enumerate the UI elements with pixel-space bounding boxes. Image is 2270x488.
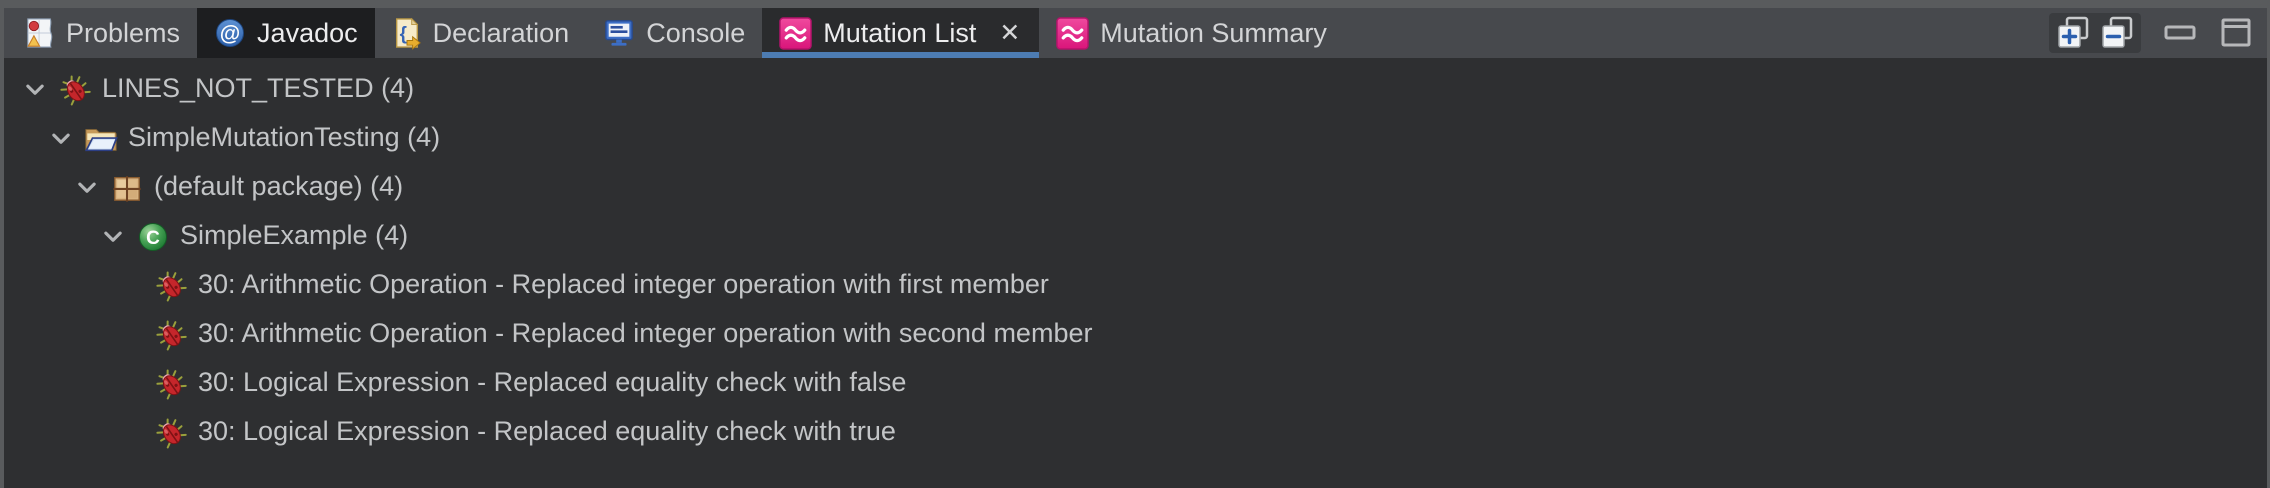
tab-label: Declaration [432,17,570,48]
tree-item-label: SimpleMutationTesting (4) [128,122,441,152]
tab-mutation-list[interactable]: Mutation List ✕ [762,8,1040,58]
chevron-down-icon[interactable] [96,224,130,250]
chevron-down-icon[interactable] [44,126,78,152]
maximize-icon[interactable] [2219,16,2253,50]
bug-icon [58,73,92,106]
mutation-waves-icon [1056,16,1090,50]
tree-item-label: (default package) (4) [154,171,404,201]
bug-icon [154,367,188,400]
problems-icon [25,16,55,50]
package-icon [110,173,144,203]
tab-label: Mutation List [823,17,977,48]
tab-problems[interactable]: Problems [8,8,197,58]
tree-item-label: SimpleExample (4) [180,220,409,250]
tab-console[interactable]: Console [586,8,762,58]
chevron-down-icon[interactable] [18,77,52,103]
view-tab-bar: Problems Javadoc Declaration Console Mut [4,8,2267,58]
class-icon [136,221,170,253]
tree-row-project[interactable]: SimpleMutationTesting (4) [4,114,2267,163]
tab-bar-spacer [1344,8,2049,58]
tree-item-label: 30: Arithmetic Operation - Replaced inte… [198,269,1049,299]
expand-all-icon[interactable] [2055,15,2091,51]
tree-row-default-package[interactable]: (default package) (4) [4,163,2267,212]
tab-label: Javadoc [257,17,358,48]
tree-row-mutation-2[interactable]: 30: Arithmetic Operation - Replaced inte… [4,310,2267,359]
tree-item-label: 30: Logical Expression - Replaced equali… [198,367,907,397]
close-icon[interactable]: ✕ [999,18,1021,47]
tree-item-label: LINES_NOT_TESTED (4) [102,73,415,103]
chevron-down-icon[interactable] [70,175,104,201]
tree-row-lines-not-tested[interactable]: LINES_NOT_TESTED (4) [4,65,2267,114]
view-toolbar [2049,8,2267,58]
tab-label: Console [646,17,746,48]
project-folder-icon [84,124,118,154]
tree-row-mutation-1[interactable]: 30: Arithmetic Operation - Replaced inte… [4,261,2267,310]
bug-icon [154,318,188,351]
tab-label: Problems [66,17,181,48]
mutation-waves-icon [779,16,813,50]
bug-icon [154,269,188,302]
tree-row-mutation-4[interactable]: 30: Logical Expression - Replaced equali… [4,408,2267,457]
minimize-icon[interactable] [2163,16,2197,50]
tree-item-label: 30: Logical Expression - Replaced equali… [198,416,896,446]
tree-row-class-simpleexample[interactable]: SimpleExample (4) [4,212,2267,261]
mutation-list-tree: LINES_NOT_TESTED (4) SimpleMutationTesti… [4,58,2267,457]
tab-label: Mutation Summary [1100,17,1327,48]
tab-javadoc[interactable]: Javadoc [197,8,375,58]
console-icon [603,18,635,48]
javadoc-icon [214,17,246,49]
tab-mutation-summary[interactable]: Mutation Summary [1039,8,1344,58]
tree-item-label: 30: Arithmetic Operation - Replaced inte… [198,318,1093,348]
collapse-all-icon[interactable] [2099,15,2135,51]
tab-declaration[interactable]: Declaration [375,8,587,58]
declaration-icon [392,16,422,50]
tree-row-mutation-3[interactable]: 30: Logical Expression - Replaced equali… [4,359,2267,408]
tree-toolbar-group [2049,13,2141,53]
bug-icon [154,416,188,449]
